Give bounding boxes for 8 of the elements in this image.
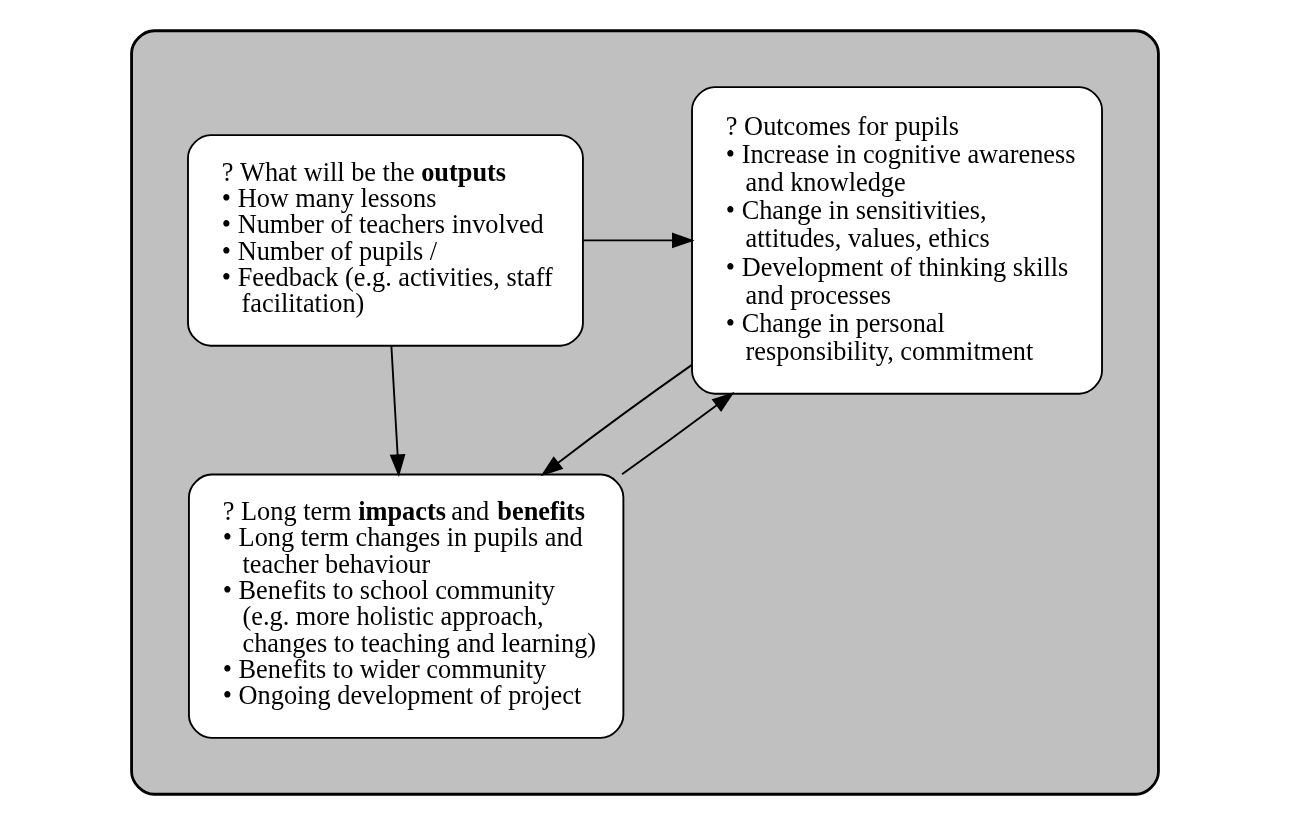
cluster	[130, 29, 1160, 796]
node-box: ? Outcomes for pupils • Increase in cognitive awareness and knowledge • Change in sensitivities, attitudes, values, ethics • Development of thinking skills and processes • Change in personal responsibility, commitment	[691, 86, 1103, 395]
arrow	[540, 363, 693, 477]
arrow	[389, 345, 406, 477]
arrow	[582, 232, 695, 249]
arrow	[621, 392, 735, 476]
node-box: ? What will be the outputs • How many lessons • Number of teachers involved • Number of pupils / • Feedback (e.g. activities, staff facilitation)	[187, 134, 584, 347]
node-box: ? Long term impacts and benefits • Long term changes in pupils and teacher behaviour • Benefits to school community (e.g. more holistic approach, changes to teaching and learning) • Benefits to wider community • Ongoing development of project	[188, 473, 625, 739]
